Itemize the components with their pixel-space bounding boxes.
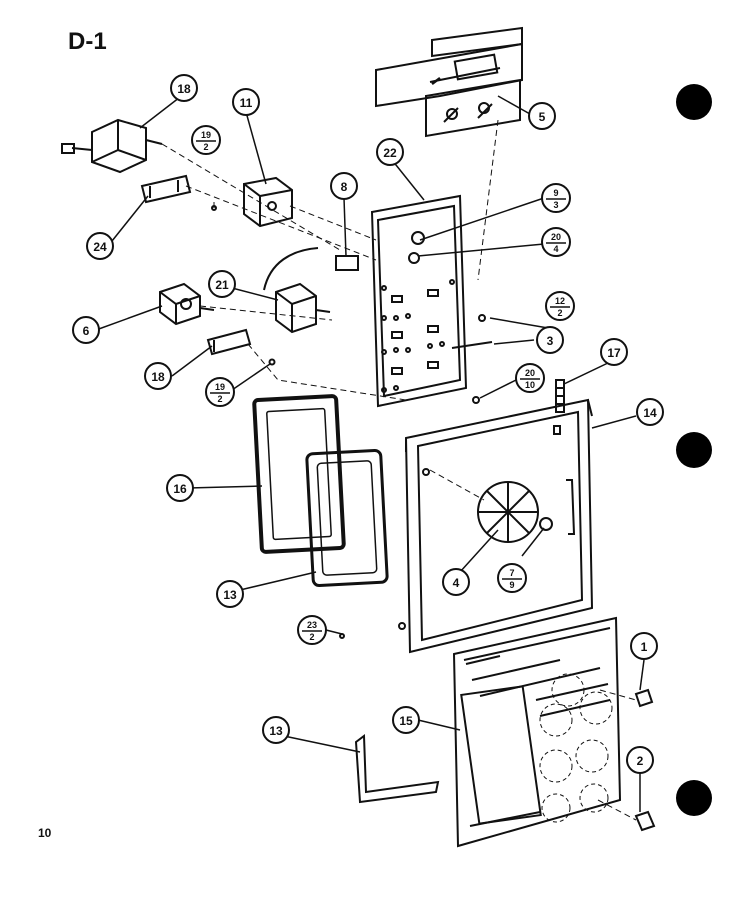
callout-17: 17 [600, 338, 628, 366]
part-6-rotary-switch [159, 282, 215, 326]
callout-14: 14 [636, 398, 664, 426]
svg-text:24: 24 [93, 240, 107, 254]
callout-23-2: 232 [297, 615, 327, 645]
svg-text:9: 9 [509, 580, 514, 590]
diagram-title: D-1 [68, 28, 107, 55]
svg-text:21: 21 [215, 278, 229, 292]
part-17-strip [555, 379, 565, 413]
part-3-lead [451, 341, 493, 349]
binder-hole-top [676, 84, 712, 120]
svg-text:16: 16 [173, 482, 187, 496]
callout-13-trim: 13 [262, 716, 290, 744]
callout-8: 8 [330, 172, 358, 200]
svg-text:1: 1 [641, 640, 648, 654]
svg-text:2: 2 [203, 142, 208, 152]
svg-text:3: 3 [553, 200, 558, 210]
assembly-lines [161, 119, 637, 821]
svg-text:4: 4 [553, 244, 558, 254]
svg-text:6: 6 [83, 324, 90, 338]
part-15-front-panel [452, 616, 622, 848]
callout-7-9: 79 [497, 563, 527, 593]
part-18-lower-bracket [206, 328, 252, 356]
svg-text:15: 15 [399, 714, 413, 728]
callout-18-lower: 18 [144, 362, 172, 390]
svg-text:14: 14 [643, 406, 657, 420]
callout-18-top: 18 [170, 74, 198, 102]
svg-text:20: 20 [525, 368, 535, 378]
callout-4: 4 [442, 568, 470, 596]
callout-1: 1 [630, 632, 658, 660]
callout-2: 2 [626, 746, 654, 774]
part-8-block [335, 255, 359, 271]
part-24-bracket [140, 174, 192, 204]
part-5-control-bar [375, 26, 523, 138]
svg-text:9: 9 [553, 188, 558, 198]
svg-text:12: 12 [555, 296, 565, 306]
binder-hole-bottom [676, 780, 712, 816]
svg-text:3: 3 [547, 334, 554, 348]
svg-text:11: 11 [240, 96, 253, 110]
svg-text:17: 17 [607, 346, 621, 360]
svg-text:23: 23 [307, 620, 317, 630]
callout-13-window: 13 [216, 580, 244, 608]
svg-text:19: 19 [201, 130, 211, 140]
callout-22: 22 [376, 138, 404, 166]
callouts: 18 11 22 8 5 24 21 6 3 18 17 14 16 13 4 … [72, 74, 664, 774]
svg-text:2: 2 [557, 308, 562, 318]
svg-text:19: 19 [215, 382, 225, 392]
svg-text:13: 13 [223, 588, 237, 602]
svg-text:2: 2 [217, 394, 222, 404]
svg-text:7: 7 [509, 568, 514, 578]
callout-19-2-lower: 192 [205, 377, 235, 407]
svg-text:8: 8 [341, 180, 348, 194]
svg-text:13: 13 [269, 724, 283, 738]
callout-3: 3 [536, 326, 564, 354]
binder-hole-middle [676, 432, 712, 468]
svg-text:22: 22 [383, 146, 397, 160]
part-18-timer-motor [61, 118, 163, 174]
svg-text:18: 18 [177, 82, 191, 96]
part-22-panel [370, 194, 468, 408]
part-1-knob [634, 688, 654, 708]
callout-5: 5 [528, 102, 556, 130]
callout-16: 16 [166, 474, 194, 502]
part-2-knob [634, 810, 656, 832]
part-4-dial [477, 481, 539, 543]
page-number: 10 [38, 826, 52, 840]
svg-text:2: 2 [309, 632, 314, 642]
callout-9-3: 93 [541, 183, 571, 213]
svg-text:4: 4 [453, 576, 460, 590]
callout-21: 21 [208, 270, 236, 298]
part-13-window [305, 448, 389, 588]
callout-24: 24 [86, 232, 114, 260]
callout-15: 15 [392, 706, 420, 734]
part-11-switch [243, 176, 293, 228]
svg-text:5: 5 [539, 110, 546, 124]
callout-19-2-top: 192 [191, 125, 221, 155]
part-21-switch [263, 247, 331, 334]
svg-text:2: 2 [637, 754, 644, 768]
callout-20-4: 204 [541, 227, 571, 257]
svg-text:20: 20 [551, 232, 561, 242]
callout-11: 11 [232, 88, 260, 116]
part-7-screw [539, 517, 553, 531]
callout-6: 6 [72, 316, 100, 344]
svg-text:18: 18 [151, 370, 165, 384]
callout-12-2: 122 [545, 291, 575, 321]
part-16-gasket [252, 394, 346, 554]
part-14-frame [398, 398, 594, 654]
svg-text:10: 10 [525, 380, 535, 390]
part-13-trim-strip [354, 734, 440, 804]
